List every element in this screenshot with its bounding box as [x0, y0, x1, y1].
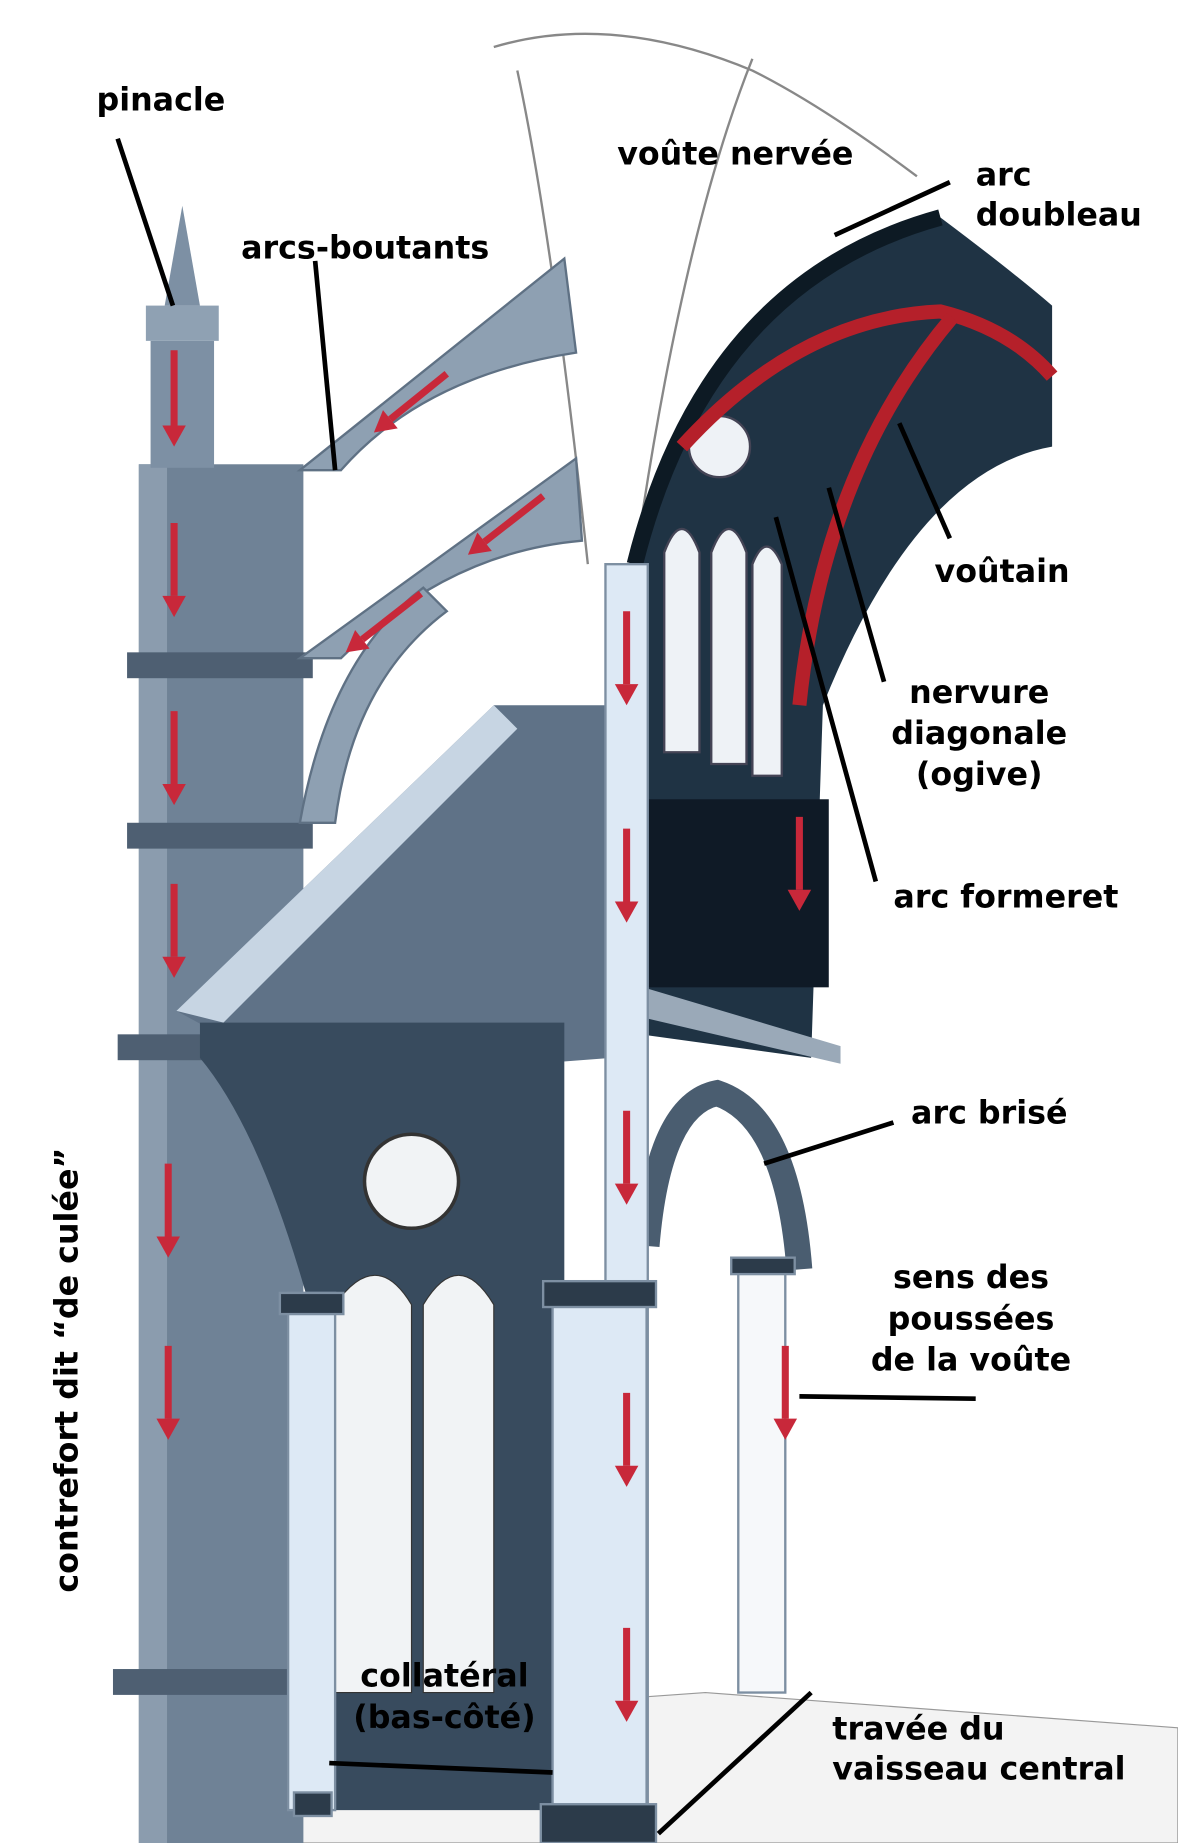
thrust-arrow-head: [614, 901, 639, 923]
thrust-arrow-shaft: [482, 493, 546, 545]
leader-lines: [115, 137, 976, 1836]
label-poussees-line1: sens des: [893, 1260, 1049, 1296]
thrust-arrow-head: [162, 425, 186, 447]
label-nervure-line3: (ogive): [916, 757, 1043, 793]
label-nervure-line1: nervure: [909, 675, 1049, 711]
pillars: [278, 563, 796, 1843]
label-collateral-line2: (bas-côté): [353, 1700, 535, 1736]
aisle-roof: [176, 705, 612, 1082]
thrust-arrow-head: [614, 1700, 639, 1722]
thrust-arrow-head: [614, 684, 639, 706]
thrust-arrows: [156, 350, 812, 1722]
label-travee-line2: vaisseau central: [832, 1752, 1125, 1788]
thrust-arrow-shaft: [360, 590, 424, 643]
thrust-arrow-shaft: [388, 371, 449, 423]
label-voutain: voûtain: [935, 554, 1070, 590]
label-travee-line1: travée du: [832, 1712, 1004, 1748]
label-poussees-line2: poussées: [888, 1301, 1055, 1337]
thrust-arrow-head: [162, 595, 186, 618]
label-arc-formeret: arc formeret: [893, 879, 1118, 915]
thrust-arrow-head: [787, 889, 812, 911]
thrust-arrow-head: [156, 1418, 180, 1440]
label-arc-doubleau-line1: arc: [976, 158, 1032, 194]
thrust-arrow-head: [162, 956, 186, 978]
aisle-roof-light: [176, 705, 518, 1023]
label-poussees-line3: de la voûte: [871, 1342, 1071, 1378]
arc-brise-arch: [633, 1079, 813, 1271]
label-nervure-line2: diagonale: [891, 716, 1067, 752]
arcs-boutants: [296, 256, 584, 824]
thrust-arrow-head: [156, 1236, 180, 1258]
label-contrefort: contrefort dit “de culée”: [50, 1148, 86, 1593]
thrust-arrow-head: [345, 630, 370, 653]
pinacle-spire: [145, 205, 219, 468]
label-collateral-line1: collatéral: [360, 1659, 528, 1695]
thrust-arrow-head: [162, 783, 186, 806]
thrust-arrow-head: [467, 532, 492, 555]
arc-doubleau-arch: [626, 209, 943, 567]
thrust-arrow-head: [614, 1183, 639, 1205]
nervures-ogives: [676, 304, 1058, 706]
thrust-arrow-head: [773, 1418, 798, 1440]
clerestory-windows: [663, 414, 783, 777]
label-arc-brise: arc brisé: [911, 1096, 1068, 1132]
label-arc-doubleau-line2: doubleau: [976, 198, 1142, 234]
label-voute-nervee: voûte nervée: [617, 137, 853, 173]
thrust-arrow-head: [373, 410, 398, 433]
label-arcs-boutants: arcs-boutants: [241, 231, 489, 267]
collateral-aisle: [199, 1022, 565, 1811]
label-pinacle: pinacle: [97, 82, 226, 118]
thrust-arrow-head: [614, 1465, 639, 1487]
